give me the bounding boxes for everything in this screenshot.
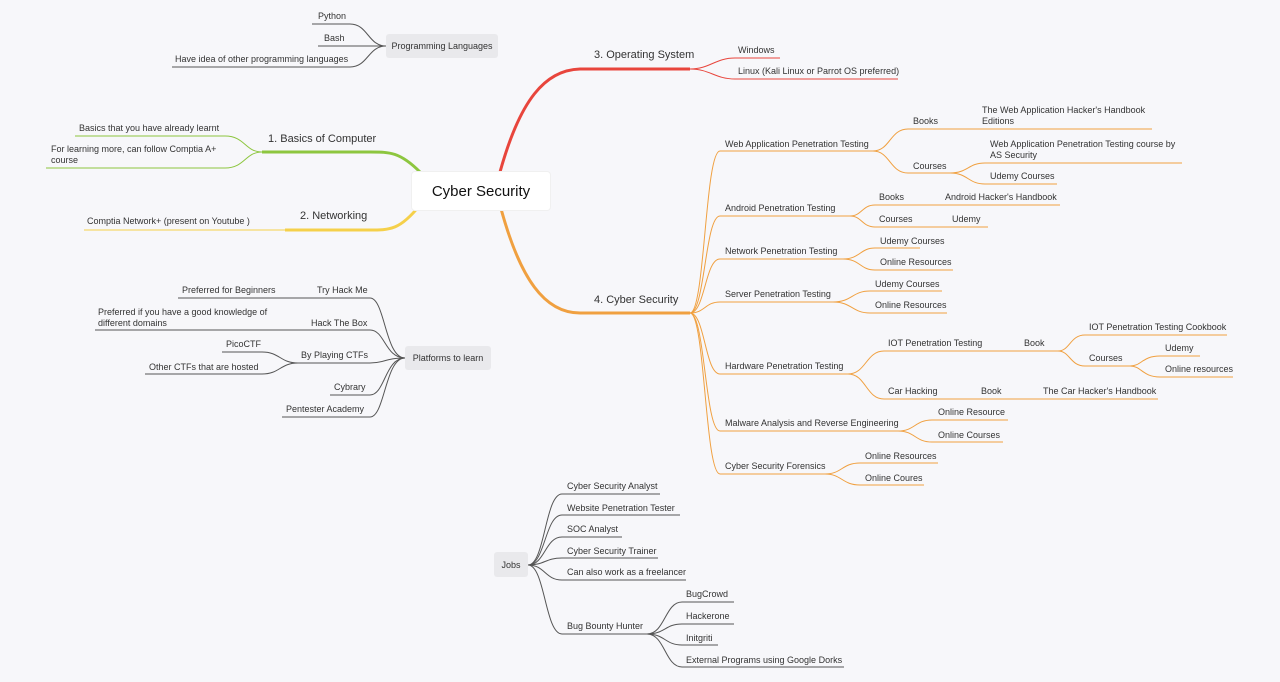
platform-try-hack-me-note[interactable]: Preferred for Beginners: [182, 285, 276, 295]
jobs-subtree-edges: [527, 493, 844, 668]
programming-item-other[interactable]: Have idea of other programming languages: [175, 54, 349, 64]
edge-ctf-other: [145, 362, 299, 375]
basics-item-2[interactable]: For learning more, can follow Comptia A+…: [51, 144, 217, 165]
bug-bounty-node[interactable]: Bug Bounty Hunter: [567, 621, 644, 631]
basics-node[interactable]: 1. Basics of Computer: [268, 133, 377, 145]
car-book-node[interactable]: Book: [981, 386, 1002, 396]
ctf-item-other[interactable]: Other CTFs that are hosted: [149, 362, 259, 372]
iot-book-node[interactable]: Book: [1024, 338, 1045, 348]
bug-bounty-item-3[interactable]: Initgriti: [686, 633, 713, 643]
edge-os-windows: [689, 57, 780, 70]
car-hacking-node[interactable]: Car Hacking: [888, 386, 938, 396]
car-book-item[interactable]: The Car Hacker's Handbook: [1043, 386, 1157, 396]
platform-ctfs[interactable]: By Playing CTFs: [301, 350, 369, 360]
job-item-5[interactable]: Can also work as a freelancer: [567, 567, 687, 577]
android-pentest-node[interactable]: Android Penetration Testing: [725, 203, 836, 213]
networking-node[interactable]: 2. Networking: [300, 210, 368, 222]
malware-item-2[interactable]: Online Courses: [938, 430, 1001, 440]
platform-pentester[interactable]: Pentester Academy: [286, 404, 365, 414]
network-pentest-node[interactable]: Network Penetration Testing: [725, 246, 838, 256]
root-node[interactable]: Cyber Security: [412, 172, 550, 210]
android-courses-node[interactable]: Courses: [879, 214, 913, 224]
os-item-windows[interactable]: Windows: [738, 45, 775, 55]
iot-course-item-1[interactable]: Udemy: [1165, 343, 1194, 353]
web-books-node[interactable]: Books: [913, 116, 939, 126]
platform-cybrary[interactable]: Cybrary: [334, 382, 366, 392]
server-item-2[interactable]: Online Resources: [875, 300, 947, 310]
platform-hack-the-box[interactable]: Hack The Box: [311, 318, 368, 328]
job-item-4[interactable]: Cyber Security Trainer: [567, 546, 657, 556]
network-item-2[interactable]: Online Resources: [880, 257, 952, 267]
edge-root-os: [498, 67, 690, 173]
edge-plat-cybrary: [330, 357, 406, 396]
edge-ctf-pico: [222, 351, 299, 364]
job-item-1[interactable]: Cyber Security Analyst: [567, 481, 658, 491]
iot-course-item-2[interactable]: Online resources: [1165, 364, 1234, 374]
hardware-pentest-node[interactable]: Hardware Penetration Testing: [725, 361, 844, 371]
platform-try-hack-me[interactable]: Try Hack Me: [317, 285, 368, 295]
android-books-node[interactable]: Books: [879, 192, 905, 202]
cyber-node[interactable]: 4. Cyber Security: [594, 294, 679, 306]
edge-basics-1: [75, 135, 263, 153]
android-book-item[interactable]: Android Hacker's Handbook: [945, 192, 1057, 202]
edge-root-networking: [285, 204, 422, 232]
bug-bounty-item-4[interactable]: External Programs using Google Dorks: [686, 655, 843, 665]
programming-languages-node[interactable]: Programming Languages: [386, 34, 498, 58]
edge-os-linux: [689, 68, 898, 80]
platforms-node[interactable]: Platforms to learn: [405, 346, 491, 370]
basics-item-1[interactable]: Basics that you have already learnt: [79, 123, 220, 133]
programming-item-bash[interactable]: Bash: [324, 33, 345, 43]
android-course-item[interactable]: Udemy: [952, 214, 981, 224]
os-node[interactable]: 3. Operating System: [594, 49, 695, 61]
ctf-item-pico[interactable]: PicoCTF: [226, 339, 262, 349]
bug-bounty-item-2[interactable]: Hackerone: [686, 611, 730, 621]
iot-book-item[interactable]: IOT Penetration Testing Cookbook: [1089, 322, 1227, 332]
edge-prog-python: [312, 23, 387, 47]
web-course-item-1[interactable]: Web Application Penetration Testing cour…: [990, 139, 1176, 160]
iot-courses-node[interactable]: Courses: [1089, 353, 1123, 363]
forensics-item-2[interactable]: Online Coures: [865, 473, 923, 483]
cyber-subtree-edges: [689, 128, 1233, 486]
iot-pentest-node[interactable]: IOT Penetration Testing: [888, 338, 983, 348]
forensics-item-1[interactable]: Online Resources: [865, 451, 937, 461]
forensics-node[interactable]: Cyber Security Forensics: [725, 461, 826, 471]
web-book-item[interactable]: The Web Application Hacker's Handbook Ed…: [982, 105, 1146, 126]
jobs-node[interactable]: Jobs: [494, 552, 528, 577]
edge-root-cyber: [498, 204, 690, 315]
job-item-2[interactable]: Website Penetration Tester: [567, 503, 675, 513]
os-item-linux[interactable]: Linux (Kali Linux or Parrot OS preferred…: [738, 66, 900, 76]
bug-bounty-item-1[interactable]: BugCrowd: [686, 589, 729, 599]
malware-node[interactable]: Malware Analysis and Reverse Engineering: [725, 418, 899, 428]
job-item-3[interactable]: SOC Analyst: [567, 524, 619, 534]
malware-item-1[interactable]: Online Resource: [938, 407, 1006, 417]
edge-basics-2: [46, 151, 263, 169]
server-pentest-node[interactable]: Server Penetration Testing: [725, 289, 831, 299]
platform-hack-the-box-note[interactable]: Preferred if you have a good knowledge o…: [98, 307, 268, 328]
web-courses-node[interactable]: Courses: [913, 161, 947, 171]
edge-plat-htb: [95, 329, 406, 359]
edge-plat-thm: [313, 297, 406, 359]
web-pentest-node[interactable]: Web Application Penetration Testing: [725, 139, 869, 149]
networking-item-1[interactable]: Comptia Network+ (present on Youtube ): [87, 216, 250, 226]
web-course-item-2[interactable]: Udemy Courses: [990, 171, 1055, 181]
server-item-1[interactable]: Udemy Courses: [875, 279, 940, 289]
edge-plat-ctf: [298, 357, 406, 364]
network-item-1[interactable]: Udemy Courses: [880, 236, 945, 246]
programming-item-python[interactable]: Python: [318, 11, 347, 21]
edge-root-basics: [262, 150, 422, 174]
edge-prog-other: [172, 45, 387, 68]
edge-plat-pentester: [282, 357, 406, 418]
